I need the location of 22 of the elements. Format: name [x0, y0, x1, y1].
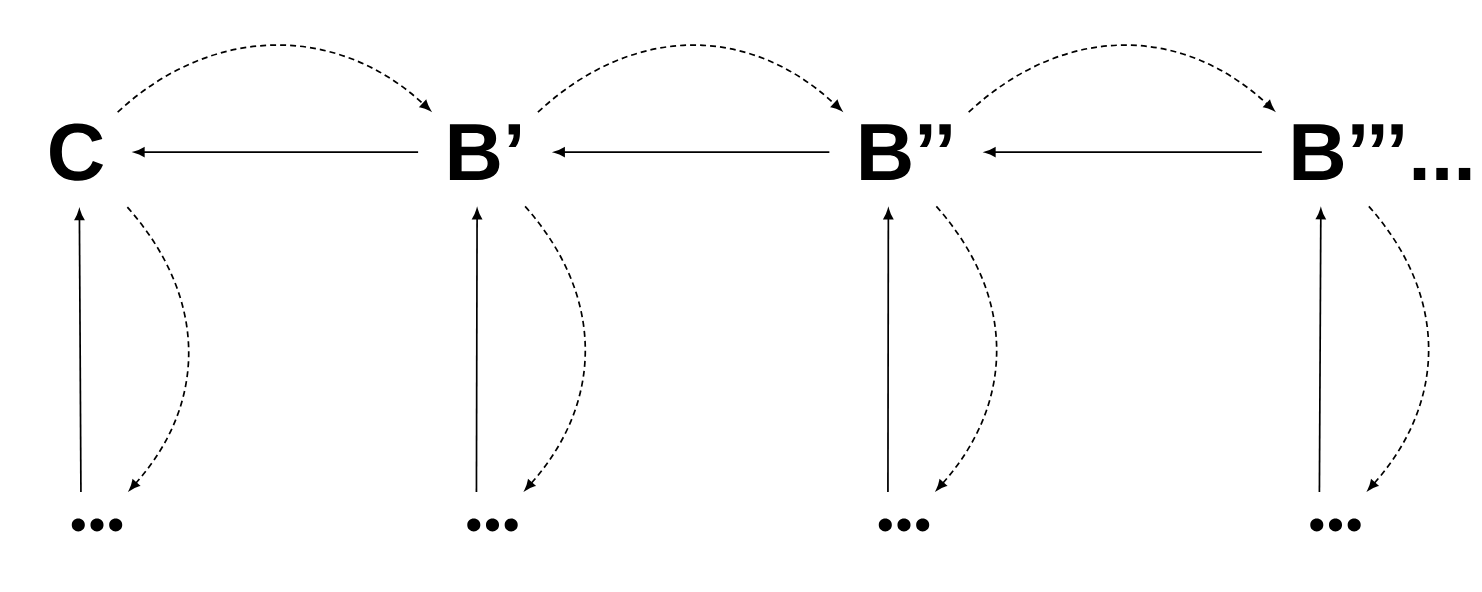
curved-arrow — [967, 44, 1275, 113]
curved-arrow — [524, 205, 587, 491]
arrow — [883, 208, 894, 493]
arrow — [472, 208, 482, 493]
arrow — [554, 147, 831, 157]
curved-arrow — [1367, 205, 1430, 491]
ellipsis: ••• — [1310, 518, 1361, 532]
ellipsis: ••• — [878, 518, 930, 532]
curved-arrow — [116, 44, 431, 113]
node-label: C — [50, 123, 104, 181]
ellipsis: ••• — [71, 518, 123, 532]
node-label: B’’ — [861, 124, 951, 180]
arrow — [1316, 208, 1326, 493]
arrow — [133, 147, 419, 157]
curved-arrow — [537, 44, 842, 113]
curved-arrow — [935, 205, 998, 491]
arrow — [984, 147, 1263, 157]
curved-arrow — [126, 206, 190, 491]
ellipsis: ••• — [467, 518, 518, 532]
node-label: B’ — [449, 124, 520, 180]
node-label: B’’’... — [1293, 124, 1471, 180]
arrow — [74, 209, 85, 493]
